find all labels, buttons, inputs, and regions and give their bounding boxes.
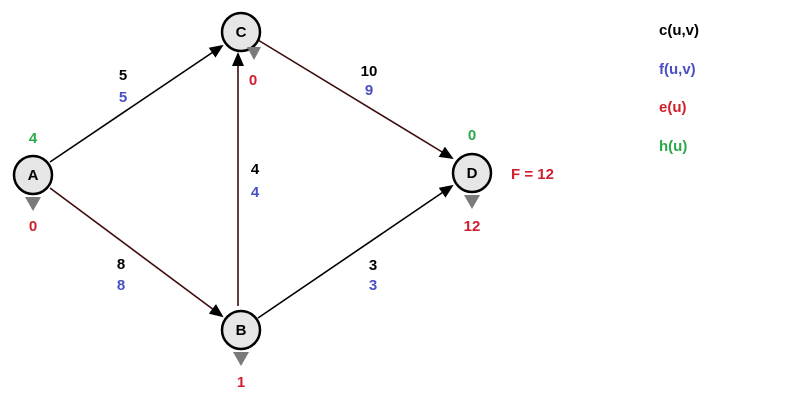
node-a-circle <box>12 154 54 196</box>
edge-c-d <box>257 39 454 160</box>
flow-label-b-d: 3 <box>369 277 377 294</box>
capacity-label-b-d: 3 <box>369 257 377 274</box>
node-a: A <box>12 154 54 211</box>
node-a-label: A <box>28 167 39 184</box>
capacity-label-a-b: 8 <box>117 256 125 273</box>
node-values: 4 0 1 0 0 12 <box>29 72 481 391</box>
flow-label-c-d: 9 <box>365 82 373 99</box>
flow-label-a-b: 8 <box>117 277 125 294</box>
flow-label-b-c: 4 <box>251 184 260 201</box>
node-d-excess: 12 <box>464 218 481 235</box>
node-b: B <box>220 309 262 366</box>
node-c-circle <box>220 11 262 53</box>
legend-height: h(u) <box>659 138 687 155</box>
legend-capacity: c(u,v) <box>659 22 699 39</box>
node-c-label: C <box>236 24 247 41</box>
node-a-marker-icon <box>25 197 41 211</box>
node-c: C <box>220 11 262 60</box>
edge-a-b <box>49 187 224 318</box>
capacity-label-b-c: 4 <box>251 161 260 178</box>
node-b-marker-icon <box>233 352 249 366</box>
edge-b-d <box>257 184 454 319</box>
node-c-excess: 0 <box>249 72 257 89</box>
node-d-height: 0 <box>468 127 476 144</box>
edge-labels: 5 5 8 8 4 4 10 9 3 3 <box>117 63 378 294</box>
node-d-circle <box>451 152 493 194</box>
node-a-height: 4 <box>29 130 38 147</box>
node-d-label: D <box>467 165 478 182</box>
node-c-marker-icon <box>247 47 261 60</box>
node-b-circle <box>220 309 262 351</box>
legend-flow: f(u,v) <box>659 61 696 78</box>
legend-excess: e(u) <box>659 99 687 116</box>
node-d-marker-icon <box>464 195 480 209</box>
node-b-label: B <box>236 322 247 339</box>
node-a-excess: 0 <box>29 218 37 235</box>
total-flow-label: F = 12 <box>511 166 554 183</box>
node-b-excess: 1 <box>237 374 245 391</box>
capacity-label-a-c: 5 <box>119 67 127 84</box>
capacity-label-c-d: 10 <box>361 63 378 80</box>
node-d: D <box>451 152 493 209</box>
legend: c(u,v) f(u,v) e(u) h(u) <box>659 22 699 155</box>
edges <box>49 39 454 319</box>
edge-a-c <box>49 44 224 163</box>
flow-label-a-c: 5 <box>119 89 127 106</box>
